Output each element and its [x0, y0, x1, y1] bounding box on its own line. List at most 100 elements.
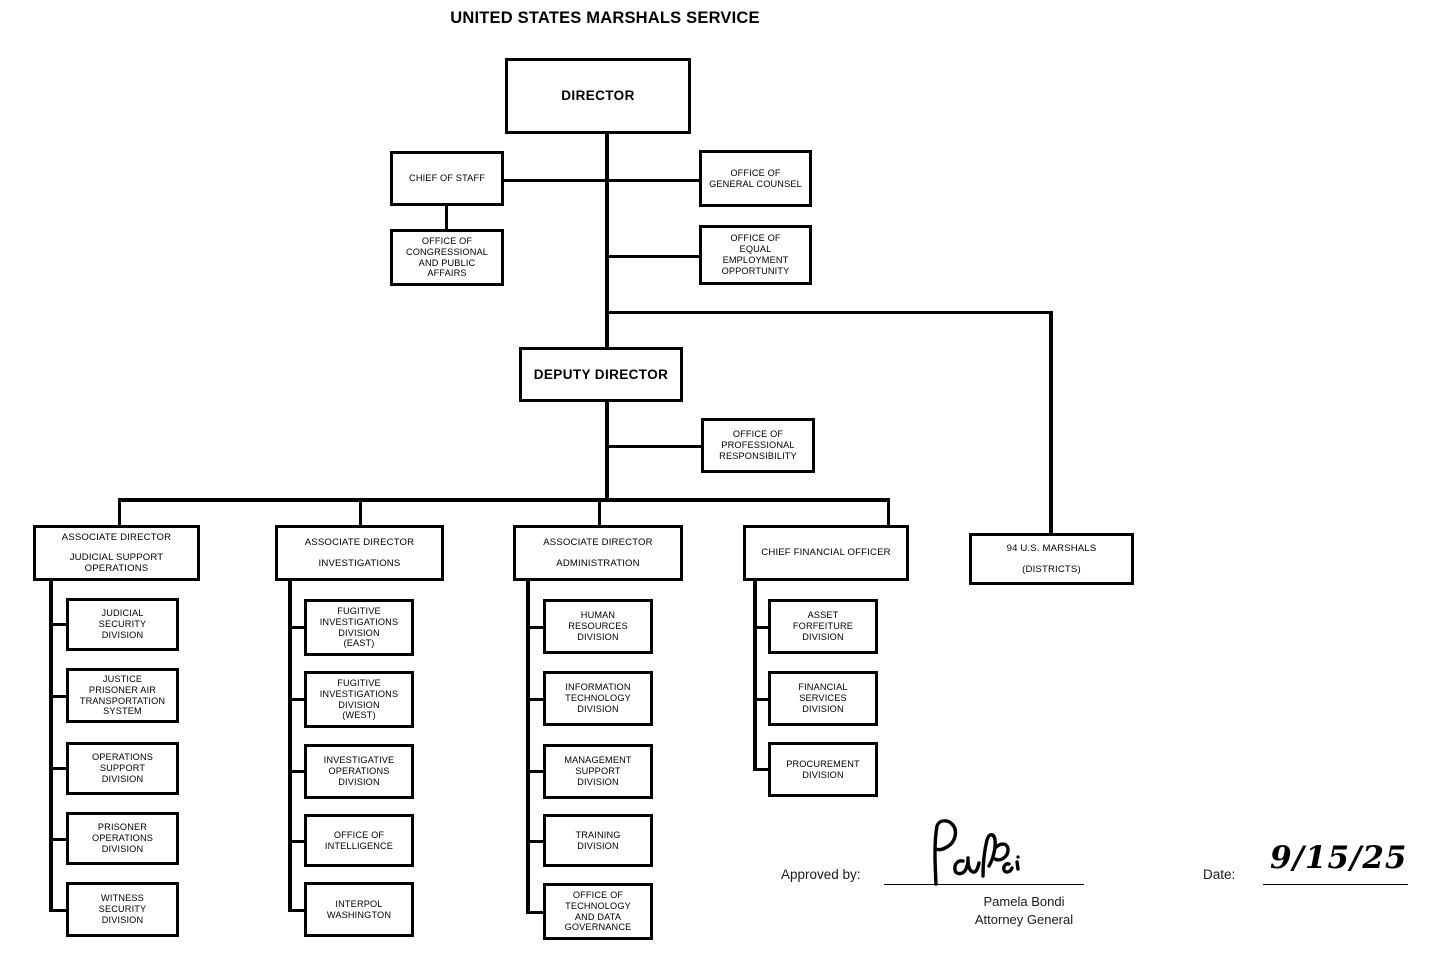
stub-financial-services-division	[753, 698, 771, 701]
unit-line: OPERATIONS	[328, 766, 390, 777]
unit-line: TRAINING	[575, 829, 621, 840]
box-information-technology-division[interactable]: INFORMATION TECHNOLOGY DIVISION	[543, 671, 653, 726]
stub-procurement-division	[753, 768, 771, 771]
box-fugitive-investigations-division-east[interactable]: FUGITIVE INVESTIGATIONS DIVISION (EAST)	[304, 599, 414, 656]
box-office-of-intelligence[interactable]: OFFICE OF INTELLIGENCE	[304, 814, 414, 867]
unit-line: DIVISION	[101, 773, 144, 784]
box-deputy-director[interactable]: DEPUTY DIRECTOR	[519, 347, 683, 402]
unit-line: GOVERNANCE	[564, 922, 632, 933]
box-deputy-director-label: DEPUTY DIRECTOR	[533, 366, 669, 382]
unit-line: OPERATIONS	[91, 833, 154, 844]
box-eeo-line-4: OPPORTUNITY	[721, 265, 790, 276]
box-fugitive-investigations-division-west[interactable]: FUGITIVE INVESTIGATIONS DIVISION (WEST)	[304, 671, 414, 728]
stub-justice-prisoner-air-transportation-system	[49, 695, 68, 698]
connector-general-counsel	[605, 179, 700, 182]
box-ocpa-line-2: CONGRESSIONAL	[405, 246, 489, 257]
unit-line: TRANSPORTATION	[79, 695, 166, 706]
stub-office-of-intelligence	[288, 840, 306, 843]
box-witness-security-division[interactable]: WITNESS SECURITY DIVISION	[66, 882, 179, 937]
box-justice-prisoner-air-transportation-system[interactable]: JUSTICE PRISONER AIR TRANSPORTATION SYST…	[66, 668, 179, 723]
unit-line: SYSTEM	[103, 706, 142, 717]
connector-drop-investigations	[359, 498, 362, 525]
unit-line: DIVISION	[338, 776, 380, 787]
unit-line: FORFEITURE	[792, 621, 854, 632]
unit-line: FUGITIVE	[337, 605, 381, 616]
stub-interpol-washington	[288, 909, 306, 912]
unit-line: DIVISION	[802, 769, 844, 780]
box-us-marshals-districts[interactable]: 94 U.S. MARSHALS (DISTRICTS)	[969, 533, 1134, 585]
head-title-chief-financial-officer: CHIEF FINANCIAL OFFICER	[761, 547, 891, 559]
box-procurement-division[interactable]: PROCUREMENT DIVISION	[768, 742, 878, 797]
box-head-administration[interactable]: ASSOCIATE DIRECTOR ADMINISTRATION	[513, 525, 683, 581]
head-title-judicial-support-operations: ASSOCIATE DIRECTOR	[61, 531, 172, 543]
unit-line: (WEST)	[342, 710, 376, 721]
box-financial-services-division[interactable]: FINANCIAL SERVICES DIVISION	[768, 671, 878, 726]
box-judicial-security-division[interactable]: JUDICIAL SECURITY DIVISION	[66, 598, 179, 651]
head-sub-administration-1: ADMINISTRATION	[556, 557, 640, 569]
unit-line: DIVISION	[577, 631, 619, 642]
unit-line: DIVISION	[101, 914, 144, 925]
box-us-marshals-line-1: 94 U.S. MARSHALS	[1006, 543, 1097, 555]
unit-line: TECHNOLOGY	[565, 900, 631, 911]
box-interpol-washington[interactable]: INTERPOL WASHINGTON	[304, 882, 414, 937]
box-human-resources-division[interactable]: HUMAN RESOURCES DIVISION	[543, 599, 653, 654]
unit-line: HUMAN	[580, 610, 616, 621]
box-chief-of-staff[interactable]: CHIEF OF STAFF	[390, 151, 504, 206]
unit-line: SUPPORT	[575, 766, 621, 777]
stub-information-technology-division	[526, 698, 545, 701]
box-investigative-operations-division[interactable]: INVESTIGATIVE OPERATIONS DIVISION	[304, 744, 414, 799]
box-office-of-congressional-and-public-affairs[interactable]: OFFICE OF CONGRESSIONAL AND PUBLIC AFFAI…	[390, 229, 504, 286]
box-asset-forfeiture-division[interactable]: ASSET FORFEITURE DIVISION	[768, 599, 878, 654]
stub-human-resources-division	[526, 626, 545, 629]
box-prisoner-operations-division[interactable]: PRISONER OPERATIONS DIVISION	[66, 812, 179, 865]
unit-line: PRISONER	[97, 822, 148, 833]
stub-fugitive-investigations-division-west	[288, 698, 306, 701]
box-chief-of-staff-line-1: CHIEF OF STAFF	[409, 173, 485, 184]
unit-line: OFFICE OF	[572, 889, 624, 900]
box-office-of-general-counsel[interactable]: OFFICE OF GENERAL COUNSEL	[699, 150, 812, 207]
box-head-chief-financial-officer[interactable]: CHIEF FINANCIAL OFFICER	[743, 525, 909, 581]
box-office-of-professional-responsibility[interactable]: OFFICE OF PROFESSIONAL RESPONSIBILITY	[701, 418, 815, 473]
date-label: Date:	[1203, 867, 1236, 882]
box-head-investigations[interactable]: ASSOCIATE DIRECTOR INVESTIGATIONS	[275, 525, 444, 581]
connector-marshals-vertical	[1049, 311, 1053, 533]
box-director[interactable]: DIRECTOR	[505, 58, 691, 134]
unit-line: INTERPOL	[335, 898, 383, 909]
head-sub-judicial-support-operations-1: JUDICIAL SUPPORT	[69, 551, 164, 563]
head-title-administration: ASSOCIATE DIRECTOR	[543, 537, 653, 549]
connector-drop-judicial-support-operations	[118, 498, 121, 525]
spine-judicial-support-operations	[49, 581, 53, 912]
box-us-marshals-line-2: (DISTRICTS)	[1022, 563, 1081, 575]
unit-line: INTELLIGENCE	[324, 840, 394, 851]
unit-line: DIVISION	[802, 631, 844, 642]
unit-line: OFFICE OF	[333, 829, 385, 840]
box-office-of-general-counsel-line-2: GENERAL COUNSEL	[709, 178, 802, 189]
stub-training-division	[526, 840, 545, 843]
unit-line: JUSTICE	[102, 673, 143, 684]
box-office-of-technology-and-data-governance[interactable]: OFFICE OF TECHNOLOGY AND DATA GOVERNANCE	[543, 883, 653, 940]
box-office-of-equal-employment-opportunity[interactable]: OFFICE OF EQUAL EMPLOYMENT OPPORTUNITY	[699, 225, 812, 285]
unit-line: RESOURCES	[568, 621, 628, 632]
unit-line: DIVISION	[577, 703, 619, 714]
box-training-division[interactable]: TRAINING DIVISION	[543, 814, 653, 867]
connector-drop-administration	[598, 498, 601, 525]
unit-line: AND DATA	[574, 911, 622, 922]
unit-line: TECHNOLOGY	[565, 693, 631, 704]
unit-line: SECURITY	[98, 904, 147, 915]
box-operations-support-division[interactable]: OPERATIONS SUPPORT DIVISION	[66, 742, 179, 795]
head-title-investigations: ASSOCIATE DIRECTOR	[304, 537, 415, 549]
unit-line: WASHINGTON	[326, 909, 392, 920]
box-head-judicial-support-operations[interactable]: ASSOCIATE DIRECTOR JUDICIAL SUPPORT OPER…	[33, 525, 200, 581]
signer-block: Pamela Bondi Attorney General	[934, 893, 1114, 928]
connector-opr	[605, 445, 702, 448]
unit-line: INVESTIGATIVE	[323, 755, 395, 766]
box-management-support-division[interactable]: MANAGEMENT SUPPORT DIVISION	[543, 744, 653, 799]
box-opr-line-3: RESPONSIBILITY	[719, 450, 797, 461]
stub-judicial-security-division	[49, 623, 68, 626]
unit-line: DIVISION	[577, 776, 619, 787]
unit-line: INVESTIGATIONS	[319, 616, 399, 627]
connector-drop-chief-financial-officer	[887, 498, 890, 525]
page-title: UNITED STATES MARSHALS SERVICE	[450, 9, 760, 27]
connector-division-bus	[118, 498, 890, 502]
unit-line: SECURITY	[98, 619, 147, 630]
